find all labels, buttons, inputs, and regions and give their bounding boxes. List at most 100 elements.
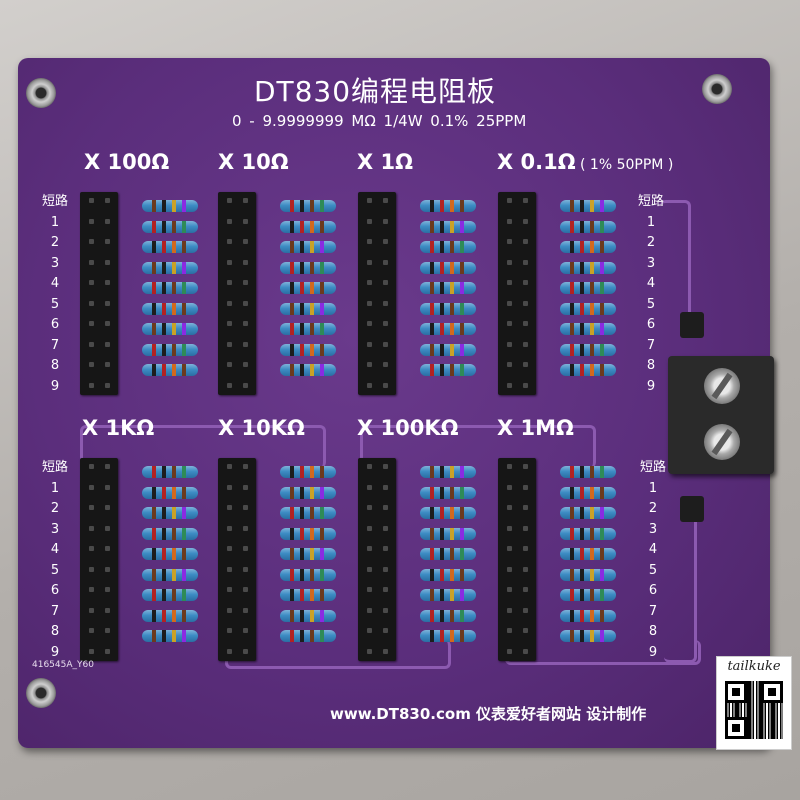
resistor-band xyxy=(172,548,176,560)
resistor-icon xyxy=(272,466,344,478)
resistor-band xyxy=(290,323,294,335)
resistor-band xyxy=(162,548,166,560)
row-number: 9 xyxy=(646,378,656,394)
pin xyxy=(367,648,372,654)
pin xyxy=(523,321,528,326)
resistor-band xyxy=(590,589,594,601)
pin xyxy=(105,218,110,224)
pin xyxy=(383,341,388,347)
pin xyxy=(105,587,110,592)
pin xyxy=(89,628,94,633)
resistor-band xyxy=(440,486,444,499)
resistor-icon xyxy=(134,609,206,622)
resistor-band xyxy=(182,323,186,335)
short-label: 短路 xyxy=(41,460,68,475)
resistor-band xyxy=(450,486,454,499)
resistor-band xyxy=(162,589,166,601)
resistor-band xyxy=(440,507,444,519)
resistor-band xyxy=(310,241,314,253)
pin xyxy=(507,382,512,388)
resistor-icon xyxy=(412,302,484,315)
pin xyxy=(89,341,94,347)
resistor-band xyxy=(590,609,594,622)
pin xyxy=(523,525,528,531)
resistor-band xyxy=(300,507,304,519)
resistor-icon xyxy=(134,200,206,212)
resistor-band xyxy=(430,486,434,499)
resistor-band xyxy=(300,466,304,478)
pin xyxy=(243,648,248,654)
pin xyxy=(227,505,232,510)
resistor-band xyxy=(570,589,574,601)
resistor-band xyxy=(320,220,324,233)
pin xyxy=(383,464,388,469)
pin xyxy=(243,607,248,613)
resistor-band xyxy=(290,486,294,499)
pin xyxy=(105,341,110,347)
mounting-hole-icon xyxy=(26,78,56,108)
resistor-band xyxy=(310,630,314,642)
pin-header xyxy=(358,458,396,661)
pin xyxy=(367,239,372,244)
resistor-icon xyxy=(272,507,344,519)
resistor-band xyxy=(300,364,304,376)
pin xyxy=(227,607,232,613)
resistor-band xyxy=(320,466,324,478)
resistor-band xyxy=(182,282,186,294)
resistor-band xyxy=(460,609,464,622)
website-text: www.DT830.com 仪表爱好者网站 设计制作 xyxy=(330,705,647,723)
watermark: tailkuke xyxy=(716,656,792,750)
resistor-icon xyxy=(412,466,484,478)
resistor-band xyxy=(600,302,604,315)
resistor-band xyxy=(450,220,454,233)
pin xyxy=(243,464,248,469)
resistor-band xyxy=(460,220,464,233)
row-number: 1 xyxy=(50,214,60,230)
resistor-band xyxy=(600,200,604,212)
resistor-band xyxy=(440,261,444,274)
resistor-band xyxy=(290,507,294,519)
resistor-icon xyxy=(134,261,206,274)
pin xyxy=(507,321,512,326)
pin xyxy=(227,300,232,306)
terminal-clip xyxy=(680,496,704,522)
pin xyxy=(105,505,110,510)
resistor-band xyxy=(570,548,574,560)
resistor-band xyxy=(310,282,314,294)
resistor-icon xyxy=(552,548,624,560)
resistor-icon xyxy=(134,302,206,315)
resistor-icon xyxy=(552,343,624,356)
resistor-icon xyxy=(134,527,206,540)
resistor-band xyxy=(460,261,464,274)
resistor-band xyxy=(430,609,434,622)
pin xyxy=(105,566,110,572)
resistor-band xyxy=(430,282,434,294)
pin xyxy=(243,382,248,388)
pin xyxy=(507,239,512,244)
resistor-band xyxy=(580,466,584,478)
pin xyxy=(227,382,232,388)
resistor-icon xyxy=(272,200,344,212)
row-number: 7 xyxy=(646,337,656,353)
pin xyxy=(105,484,110,490)
resistor-icon xyxy=(134,466,206,478)
resistor-icon xyxy=(134,548,206,560)
pin xyxy=(89,198,94,203)
resistor-band xyxy=(300,302,304,315)
pin xyxy=(227,566,232,572)
pin xyxy=(89,300,94,306)
resistor-icon xyxy=(272,630,344,642)
resistor-band xyxy=(162,261,166,274)
resistor-band xyxy=(460,589,464,601)
resistor-band xyxy=(300,343,304,356)
resistor-band xyxy=(440,302,444,315)
resistor-band xyxy=(450,241,454,253)
pin xyxy=(243,239,248,244)
resistor-band xyxy=(440,343,444,356)
resistor-icon xyxy=(134,343,206,356)
resistor-band xyxy=(600,282,604,294)
resistor-band xyxy=(600,548,604,560)
resistor-band xyxy=(320,486,324,499)
resistor-band xyxy=(320,527,324,540)
resistor-band xyxy=(460,548,464,560)
